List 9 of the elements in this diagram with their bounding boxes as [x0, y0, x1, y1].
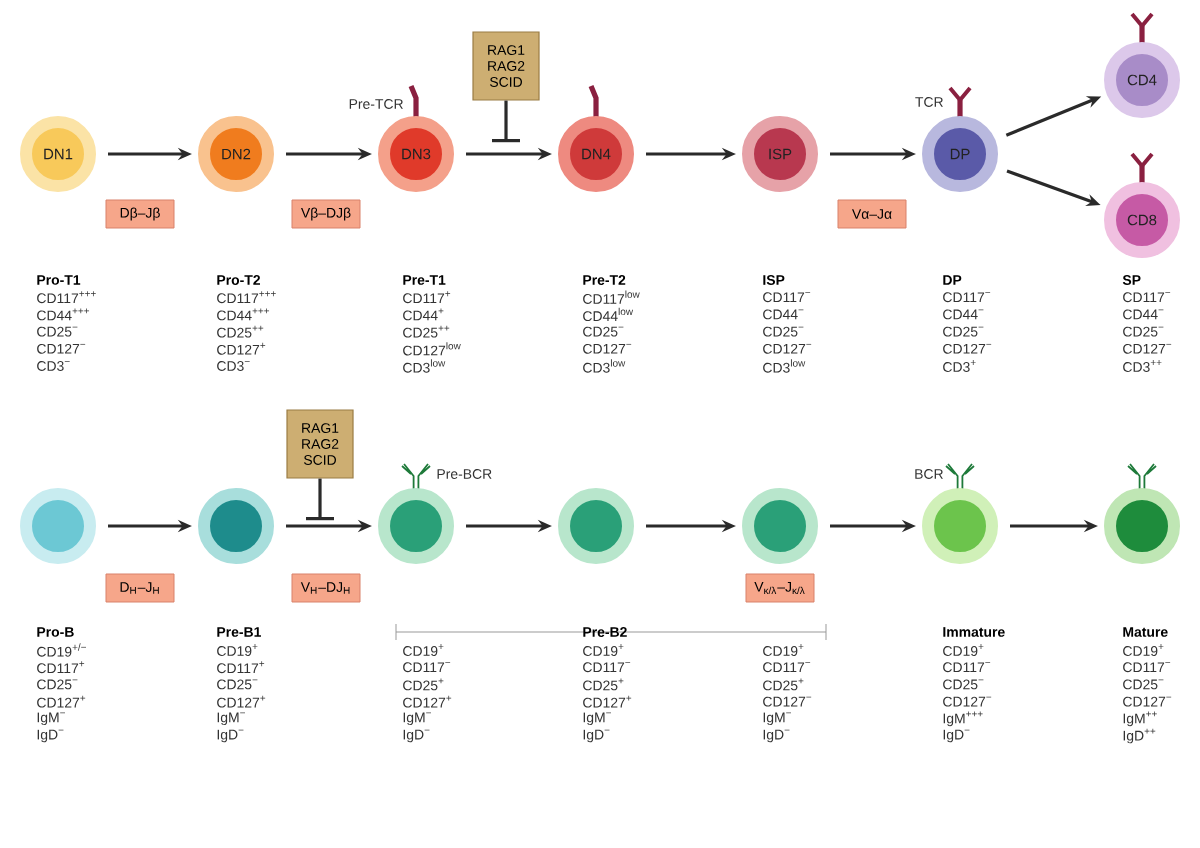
cell-circle	[20, 488, 96, 564]
cell-circle	[378, 488, 454, 564]
cell-circle	[198, 488, 274, 564]
cell-circle	[1104, 488, 1180, 564]
cell-circle	[922, 488, 998, 564]
cell-circle	[742, 488, 818, 564]
inhibition-line	[318, 478, 322, 519]
cell-circle	[558, 488, 634, 564]
inhibition-line	[504, 100, 508, 141]
